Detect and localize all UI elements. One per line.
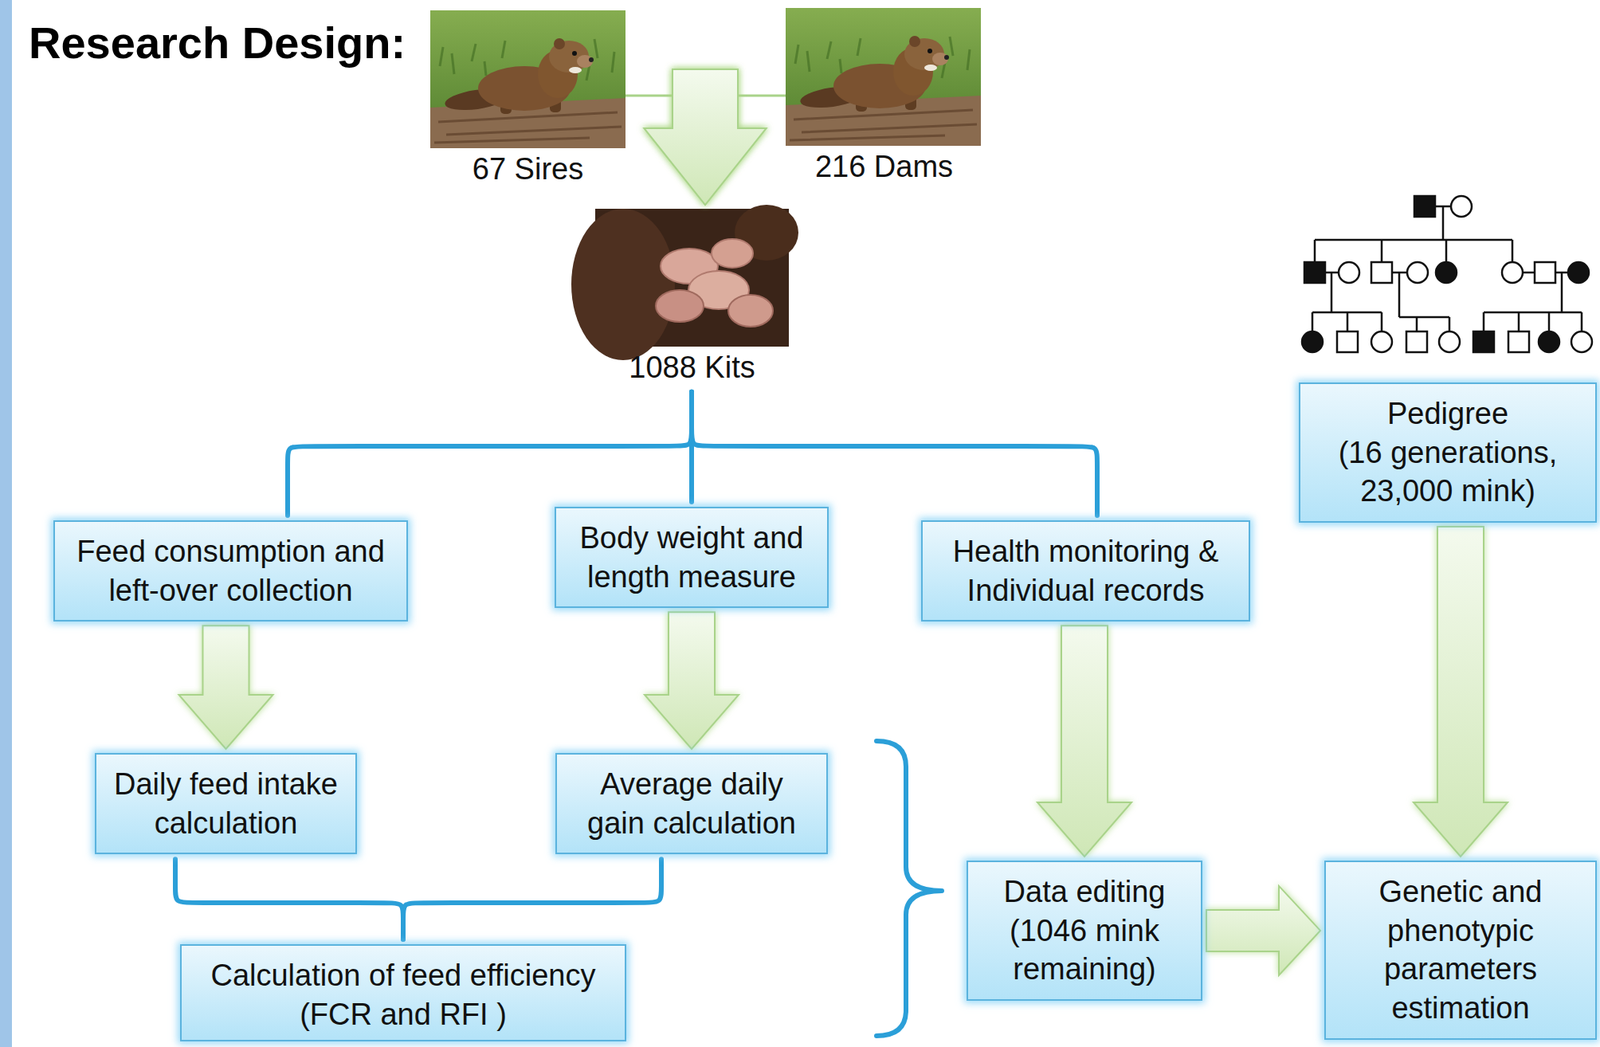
male	[1508, 331, 1530, 353]
block-arrow	[179, 625, 274, 750]
female	[1501, 262, 1523, 283]
output-box: Genetic and phenotypic parameters estima…	[1324, 860, 1597, 1040]
photo-caption: 67 Sires	[430, 149, 626, 189]
process-box: Daily feed intake calculation	[94, 752, 357, 855]
male-affected	[1414, 196, 1436, 217]
brace-connector	[403, 858, 662, 940]
pedigree-chart	[1301, 196, 1593, 353]
box-text: Calculation of feed efficiency (FCR and …	[194, 956, 612, 1034]
kit	[711, 239, 753, 268]
male	[1406, 331, 1428, 353]
male	[1534, 262, 1556, 283]
process-box: Body weight and length measure	[554, 506, 829, 608]
block-arrow	[644, 69, 787, 205]
brace-line	[691, 392, 1098, 516]
block-arrow-shape	[1206, 886, 1321, 976]
female	[1439, 331, 1460, 353]
kits-photo	[571, 204, 799, 361]
box-text: Body weight and length measure	[568, 518, 815, 597]
male-affected	[1473, 331, 1495, 353]
block-arrow-shape	[644, 611, 739, 750]
male	[1337, 331, 1358, 353]
female-affected	[1538, 331, 1560, 353]
photo-caption: 1088 Kits	[595, 348, 789, 388]
block-arrow-shape	[1413, 526, 1508, 857]
arrow-feed-line	[625, 94, 673, 98]
grouping-bracket	[876, 741, 942, 1036]
box-text: Data editing (1046 mink remaining)	[980, 872, 1189, 989]
block-arrow-shape	[644, 69, 767, 205]
box-text: Health monitoring & Individual records	[935, 532, 1236, 610]
female-affected	[1568, 262, 1589, 283]
block-arrow-shape	[179, 625, 274, 750]
kit	[655, 290, 704, 322]
box-text: (16 generations, 23,000 mink)	[1313, 433, 1583, 511]
block-arrow	[1037, 625, 1132, 857]
pedigree-lines	[1312, 206, 1582, 332]
photo-node: 1088 Kits	[595, 208, 789, 388]
box-text: Pedigree	[1313, 394, 1583, 434]
mother-fur	[571, 208, 675, 361]
female	[1338, 262, 1360, 283]
female	[1450, 196, 1472, 217]
process-box: Health monitoring & Individual records	[921, 520, 1251, 622]
brace-connector	[287, 392, 692, 516]
brace-line	[403, 858, 662, 940]
dam-photo	[785, 7, 981, 146]
photo-node: 216 Dams	[785, 7, 983, 187]
female	[1371, 331, 1393, 353]
block-arrow	[1413, 526, 1508, 857]
male	[1371, 262, 1393, 283]
block-arrow	[625, 69, 767, 205]
brace-line	[287, 392, 692, 516]
brace-connector	[691, 392, 1098, 516]
sire-photo	[430, 10, 626, 149]
photo-caption: 216 Dams	[785, 147, 983, 187]
process-box: Data editing (1046 mink remaining)	[966, 860, 1203, 1001]
data-source-box: Pedigree(16 generations, 23,000 mink)	[1298, 382, 1597, 523]
process-box: Feed consumption and left-over collectio…	[53, 520, 408, 622]
kit	[728, 294, 773, 327]
female	[1571, 331, 1593, 353]
block-arrow-shape	[1037, 625, 1132, 857]
box-text: Daily feed intake calculation	[109, 764, 343, 843]
block-arrow	[644, 611, 739, 750]
box-text: Average daily gain calculation	[569, 764, 814, 843]
block-arrow-shape	[644, 69, 767, 205]
box-text: Genetic and phenotypic parameters estima…	[1338, 872, 1583, 1028]
side-bar	[0, 0, 12, 1047]
male-affected	[1304, 262, 1326, 283]
photo-node: 67 Sires	[430, 10, 626, 189]
title: Research Design:	[28, 15, 406, 70]
process-box: Average daily gain calculation	[555, 752, 828, 855]
brace-line	[175, 858, 404, 940]
female-affected	[1301, 331, 1323, 353]
female	[1407, 262, 1428, 283]
block-arrow	[1206, 886, 1321, 976]
brace-connector	[175, 858, 404, 940]
box-text: Feed consumption and left-over collectio…	[67, 532, 394, 610]
female-affected	[1435, 262, 1457, 283]
process-box: Calculation of feed efficiency (FCR and …	[180, 944, 627, 1042]
arrow-feed-line	[737, 94, 786, 98]
